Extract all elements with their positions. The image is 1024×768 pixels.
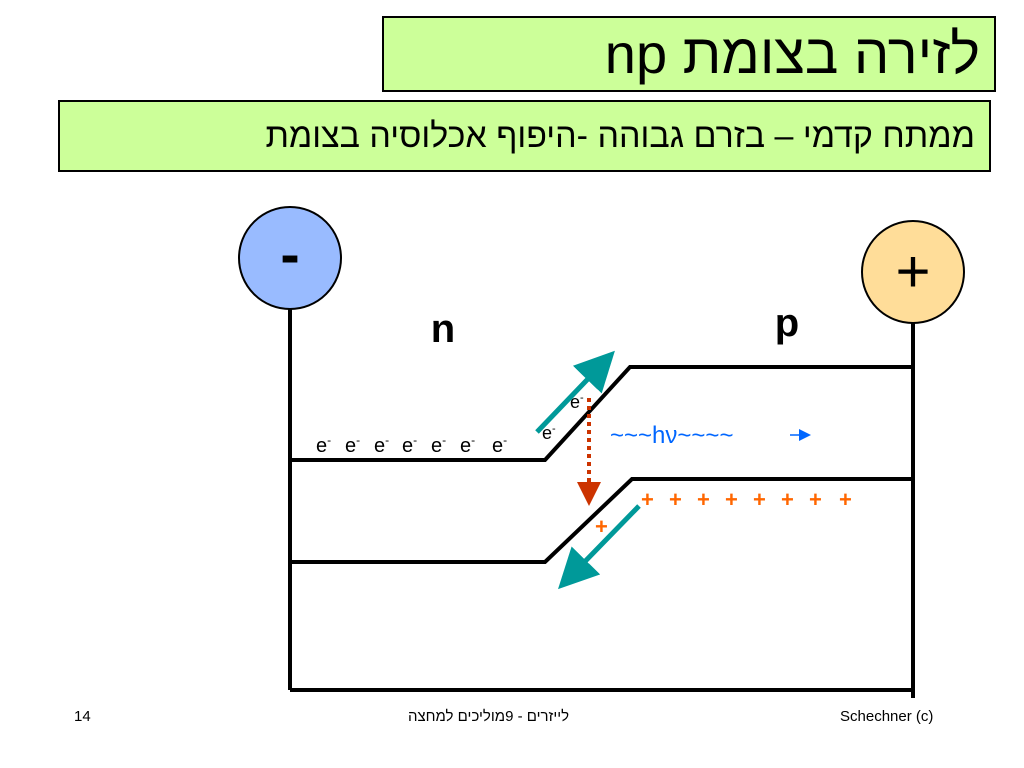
electron: e- [402,433,417,457]
p-region-label: p [775,301,799,345]
slide-subtitle: ממתח קדמי – בזרם גבוהה -היפוף אכלוסיה בצ… [265,117,975,155]
hole: + [781,487,794,512]
photon-emission-label: ~~~hν~~~~ [610,422,733,449]
slide-title-box: לזירה בצומת np [382,16,996,92]
page-number: 14 [74,708,91,725]
valence-band [290,477,913,564]
electron: e- [431,433,446,457]
electron-injection-arrow [535,350,615,434]
slide-title: לזירה בצומת np [604,22,980,85]
course-footer: לייזרים - 9מוליכים למחצה [408,708,570,725]
hole: + [839,487,852,512]
electron-row: e- e- e- e- e- e- e- [316,433,507,457]
negative-terminal-sign: - [280,222,299,287]
junction-electron: e- [542,423,556,443]
junction-electron: e- [570,392,584,412]
positive-terminal-sign: + [895,238,930,305]
electron: e- [492,433,507,457]
electron: e- [374,433,389,457]
electron: e- [316,433,331,457]
slide-subtitle-box: ממתח קדמי – בזרם גבוהה -היפוף אכלוסיה בצ… [58,100,991,172]
hole: + [809,487,822,512]
hole-row: + + + + + + + + [641,487,852,512]
hole: + [697,487,710,512]
hole-injection-arrow [558,504,641,590]
hole: + [669,487,682,512]
junction-hole: + [595,514,608,539]
copyright-footer: Schechner (c) [840,708,934,725]
conduction-band [290,365,913,462]
hole: + [725,487,738,512]
electron: e- [345,433,360,457]
hole: + [641,487,654,512]
electron: e- [460,433,475,457]
hole: + [753,487,766,512]
n-region-label: n [431,307,455,351]
